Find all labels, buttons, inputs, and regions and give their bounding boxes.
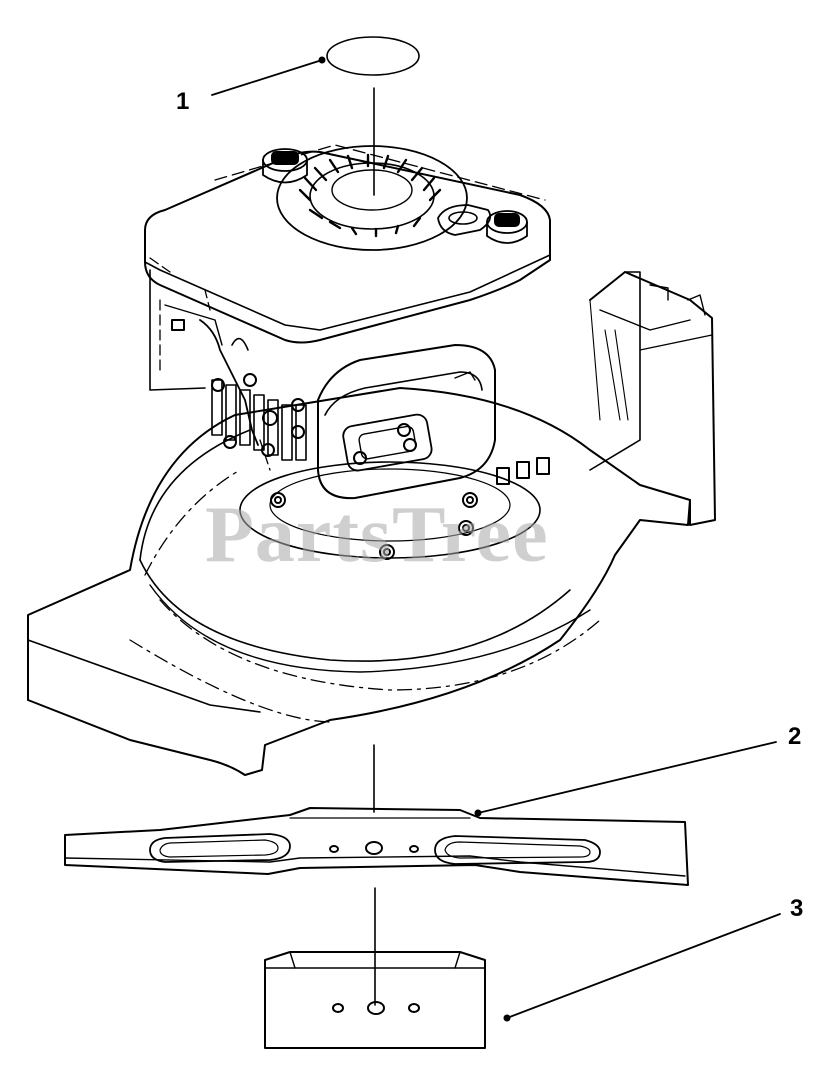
callout-1: 1 (176, 88, 190, 115)
leader-dot-1 (318, 56, 326, 64)
part-1-decal (326, 36, 420, 76)
leader-line-3 (506, 913, 781, 1019)
leader-dot-2 (474, 809, 482, 817)
leader-dot-3 (503, 1014, 511, 1022)
leader-line-1 (211, 59, 323, 96)
callout-2: 2 (788, 723, 802, 750)
part-2-blade (64, 807, 689, 886)
watermark-logo: PartsTree (205, 491, 549, 579)
callout-3: 3 (790, 895, 804, 922)
engine (144, 144, 551, 500)
leader-line-2 (477, 741, 777, 814)
part-3-adapter (264, 951, 486, 1049)
